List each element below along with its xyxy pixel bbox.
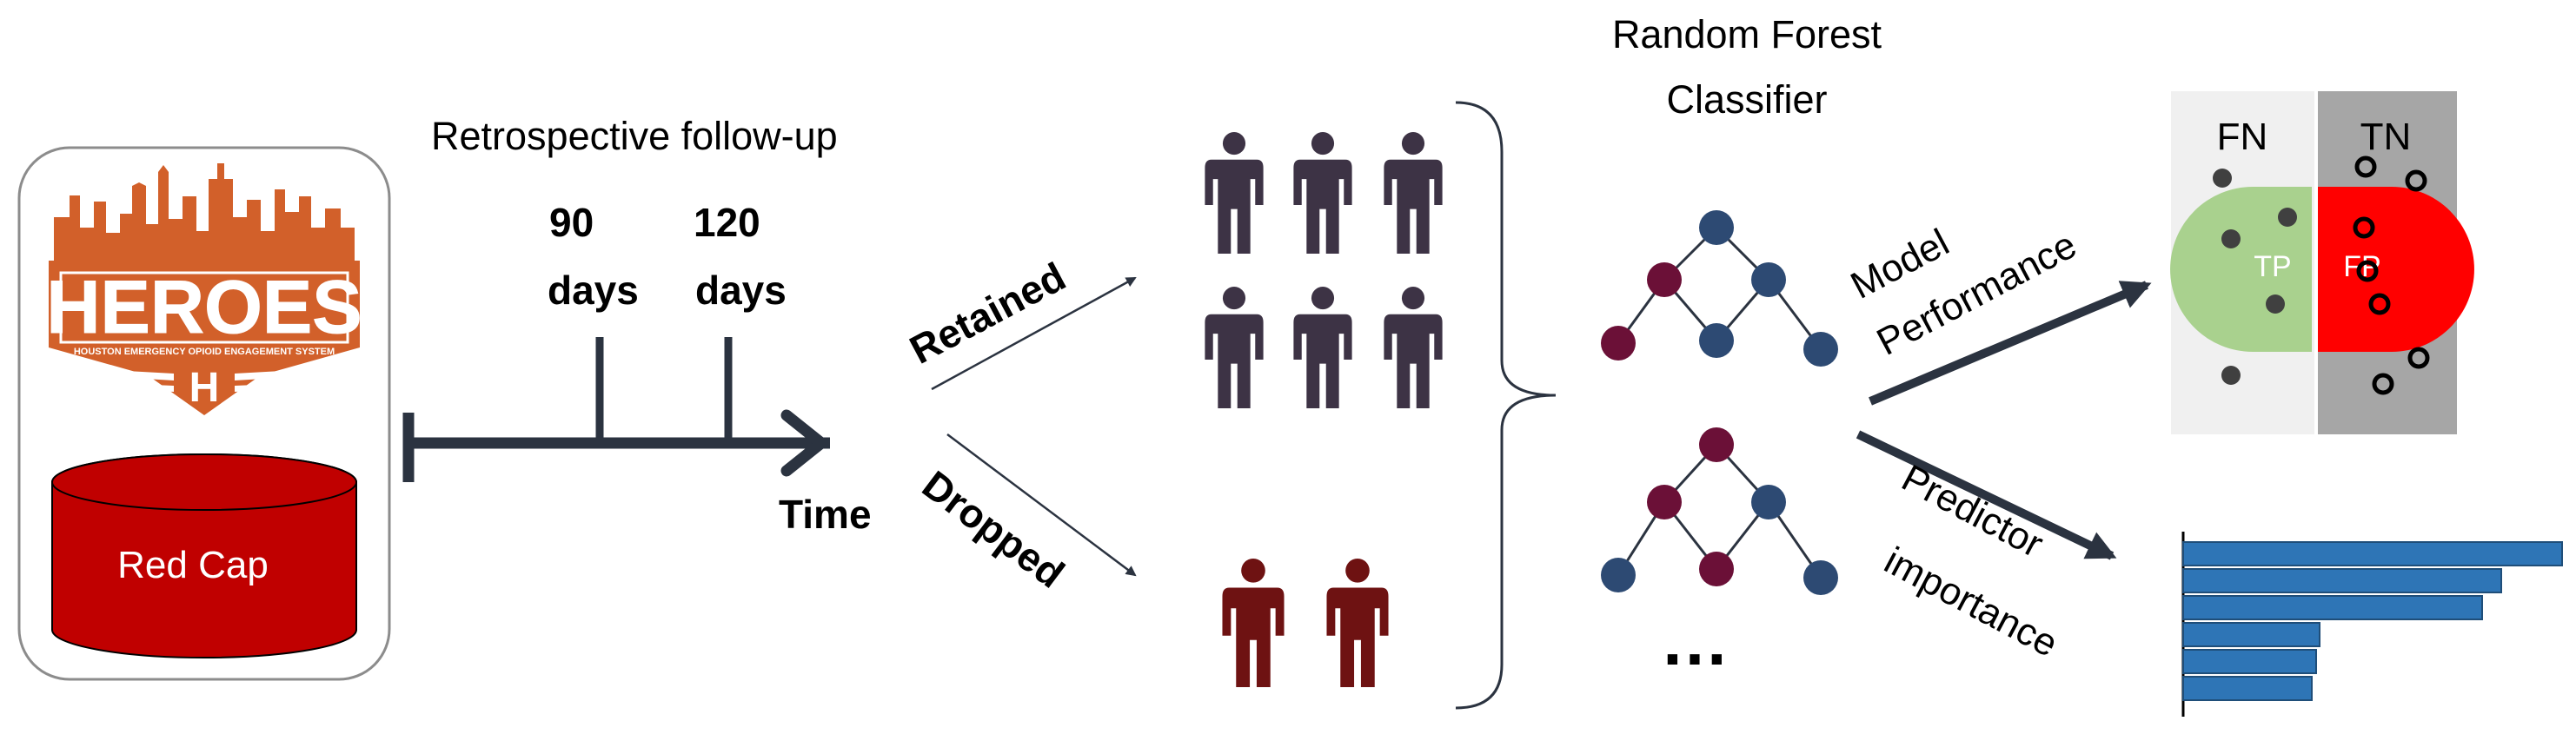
timeline-heading: Retrospective follow-up [431,114,838,158]
tree-node [1751,485,1786,519]
redcap-database: Red Cap [51,453,357,658]
timeline: Retrospective follow-up 90 days 120 days… [402,114,872,537]
person-icon [1326,559,1389,687]
importance-bar [2182,595,2483,620]
tn-label: TN [2360,116,2412,158]
timeline-arrowhead-icon [780,409,827,477]
person-icon [1293,132,1352,254]
fn-label: FN [2217,116,2268,158]
tree-node [1699,323,1734,358]
wings-icon [96,369,313,392]
data-point [2221,366,2241,385]
logo-title: HEROES [46,266,362,349]
importance-bar [2182,622,2320,647]
importance-arrow [1856,430,2117,560]
tp-label: TP [2254,250,2291,283]
person-icon [1222,559,1285,687]
tree-node [1803,560,1838,595]
tree-node [1601,558,1636,592]
predictor-importance-chart [2181,532,2563,717]
tree-node [1699,210,1734,245]
more-trees-ellipsis: … [1660,602,1730,679]
confusion-diagram: FN TN TP FP [2170,91,2474,434]
tree-node [1647,485,1682,519]
heroes-logo: HEROES HOUSTON EMERGENCY OPIOID ENGAGEME… [46,163,362,415]
logo-emblem: H [189,365,220,411]
data-point [2354,155,2377,178]
decision-tree-1 [1601,210,1838,367]
classifier-title-line2: Classifier [1666,77,1827,122]
tree-node [1601,326,1636,361]
tree-node [1699,427,1734,462]
importance-bars [2182,541,2563,701]
importance-bar [2182,541,2563,566]
output-arrows: Model Performance Predictor importance [1844,221,2152,665]
classifier: Random Forest Classifier [1601,12,1882,679]
data-point [2266,294,2285,314]
time-axis-label: Time [779,492,872,537]
dropped-people-group [1222,559,1389,687]
logo-subtitle: HOUSTON EMERGENCY OPIOID ENGAGEMENT SYST… [74,347,335,357]
classifier-title-line1: Random Forest [1612,12,1882,56]
person-icon [1205,132,1264,254]
dropped-arrow [946,433,1137,577]
tree-node [1699,552,1734,586]
importance-label-line2: importance [1877,539,2064,665]
importance-bar [2182,676,2313,701]
tree-node [1751,262,1786,297]
person-icon [1384,287,1443,408]
marker-90-unit: days [548,268,639,313]
data-point [2372,373,2394,395]
grouping-brace [1455,101,1557,710]
person-icon [1384,132,1443,254]
data-point [2368,293,2391,315]
logo-inner-frame [59,271,349,344]
tree-node [1647,262,1682,297]
marker-120-number: 120 [694,200,760,245]
filled-points [2213,169,2297,385]
performance-arrow [1869,281,2152,406]
database-top [51,453,357,511]
person-icon [1293,287,1352,408]
data-point [2356,260,2379,282]
data-point [2407,347,2430,369]
retained-label: Retained [902,254,1072,373]
marker-120-unit: days [695,268,787,313]
data-point [2213,169,2232,188]
database-label: Red Cap [117,544,269,586]
data-point [2278,208,2297,227]
hollow-points [2353,155,2430,395]
marker-90-number: 90 [549,200,594,245]
data-point [2353,216,2375,239]
dropped-label: Dropped [914,461,1072,596]
retained-people-group [1205,132,1443,408]
data-point [2221,229,2241,248]
data-source-panel: HEROES HOUSTON EMERGENCY OPIOID ENGAGEME… [17,146,391,681]
decision-tree-2 [1601,427,1838,595]
data-point [2405,169,2427,192]
group-split: Retained Dropped [902,101,1557,710]
tree-node [1803,332,1838,367]
person-icon [1205,287,1264,408]
importance-bar [2182,568,2502,593]
shield-icon [49,261,360,415]
importance-bar [2182,649,2317,674]
retained-arrow [931,276,1137,391]
